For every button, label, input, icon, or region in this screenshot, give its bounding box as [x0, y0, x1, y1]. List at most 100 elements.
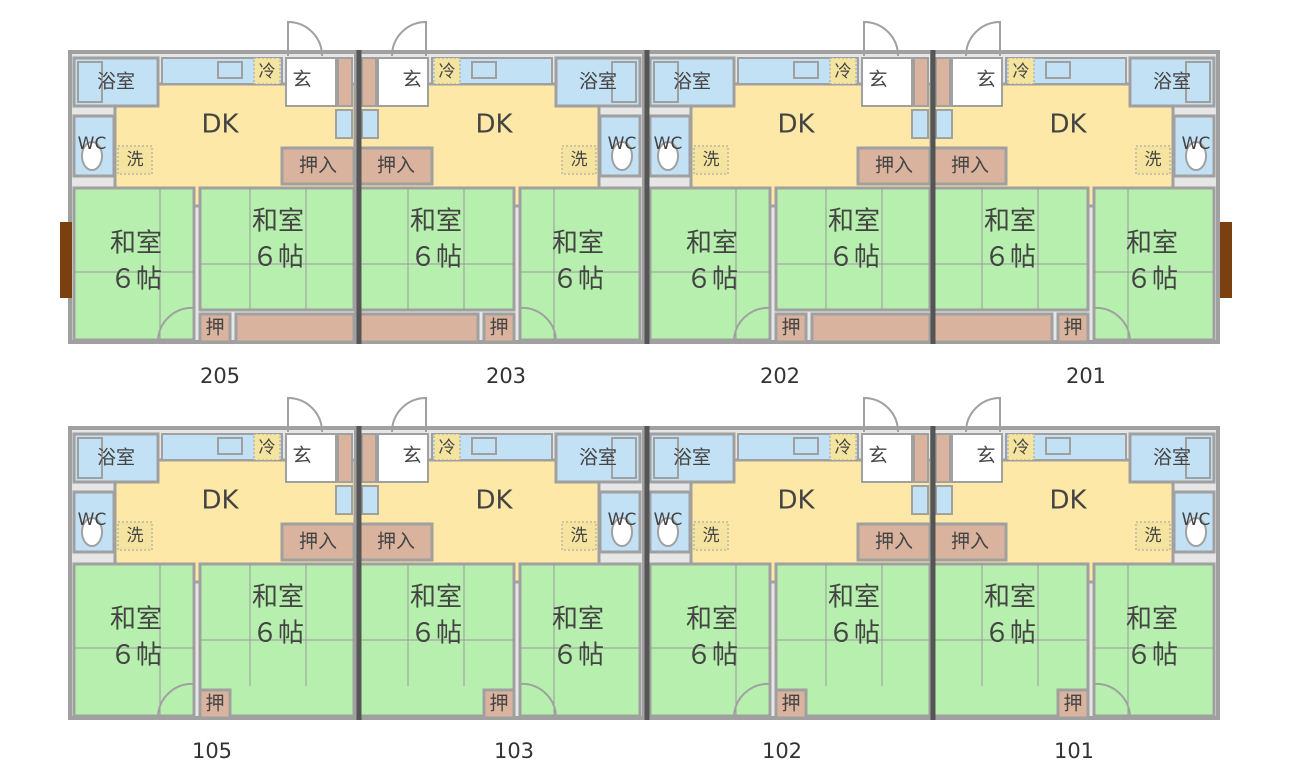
bathtub — [1185, 437, 1211, 479]
six-jo-label: ６帖 — [552, 641, 604, 671]
wc-label: WC — [654, 134, 683, 154]
fridge-space — [433, 433, 461, 461]
water-heater — [335, 485, 353, 515]
washitsu-right — [198, 186, 356, 312]
washitsu-label: 和室 — [828, 583, 880, 613]
bathtub — [1185, 61, 1211, 103]
fridge-space — [1007, 57, 1035, 85]
wash-label: 洗 — [571, 150, 588, 170]
closet-small — [774, 312, 808, 344]
washitsu-left — [1092, 562, 1216, 718]
closet-small — [482, 688, 516, 720]
bath-label: 浴室 — [673, 71, 711, 93]
washitsu-right — [932, 186, 1090, 312]
water-heater — [911, 485, 929, 515]
washitsu-label: 和室 — [552, 605, 604, 635]
bath-label: 浴室 — [579, 71, 617, 93]
entrance-door-swing — [965, 20, 1001, 57]
upper-floor: 浴室WC洗冷玄DK押入押和室６帖和室６帖浴室WC洗冷玄DK押入押和室６帖和室６帖… — [60, 20, 1232, 344]
bath-label: 浴室 — [97, 71, 135, 93]
washitsu-label: 和室 — [410, 207, 462, 237]
lower-floor: 浴室WC洗冷玄DK押入押和室６帖和室６帖浴室WC洗冷玄DK押入押和室６帖和室６帖… — [68, 396, 1220, 720]
shoe-cabinet — [337, 433, 353, 483]
closet-label: 押入 — [299, 155, 337, 177]
closet-small-label: 押 — [489, 693, 508, 715]
fridge-space — [829, 57, 857, 85]
unit-lower-102: 浴室WC洗冷玄DK押入押和室６帖和室６帖 — [644, 396, 934, 720]
entrance-label: 玄 — [292, 445, 311, 467]
closet-small — [774, 688, 808, 720]
unit-lower-105: 浴室WC洗冷玄DK押入押和室６帖和室６帖 — [68, 396, 358, 720]
door-swing — [157, 682, 195, 717]
closet-label: 押入 — [951, 531, 989, 553]
closet-dk — [856, 522, 932, 562]
fridge-space — [829, 433, 857, 461]
balcony-door-right — [1220, 222, 1232, 298]
six-jo-label: ６帖 — [984, 243, 1036, 273]
entrance — [951, 433, 1003, 483]
rear-closet — [234, 312, 356, 344]
toilet — [81, 517, 103, 547]
toilet — [611, 517, 633, 547]
bath-label: 浴室 — [1153, 447, 1191, 469]
fridge-space — [1007, 433, 1035, 461]
door-swing — [157, 306, 195, 341]
closet-label: 押入 — [377, 531, 415, 553]
washitsu-label: 和室 — [410, 583, 462, 613]
unit-number-105: 105 — [192, 739, 232, 763]
six-jo-label: ６帖 — [1126, 641, 1178, 671]
fridge-label: 冷 — [1013, 438, 1030, 458]
six-jo-label: ６帖 — [552, 265, 604, 295]
unit-upper-202: 浴室WC洗冷玄DK押入押和室６帖和室６帖 — [644, 20, 934, 344]
shoe-cabinet — [361, 57, 377, 107]
wash-label: 洗 — [1145, 526, 1162, 546]
closet-dk — [932, 522, 1008, 562]
wc-label: WC — [1182, 510, 1211, 530]
six-jo-label: ６帖 — [110, 641, 162, 671]
bathtub — [77, 437, 103, 479]
entrance-label: 玄 — [402, 445, 421, 467]
wash-space — [117, 145, 153, 175]
water-heater — [335, 109, 353, 139]
door-swing — [519, 682, 557, 717]
unit-number-205: 205 — [200, 364, 240, 388]
door-swing — [519, 306, 557, 341]
closet-small-label: 押 — [489, 317, 508, 339]
fridge-label: 冷 — [1013, 62, 1030, 82]
wc-label: WC — [1182, 134, 1211, 154]
closet-small-label: 押 — [781, 693, 800, 715]
wash-label: 洗 — [703, 526, 720, 546]
washitsu-left — [72, 562, 196, 718]
wash-label: 洗 — [127, 526, 144, 546]
six-jo-label: ６帖 — [1126, 265, 1178, 295]
entrance-door-swing — [287, 396, 323, 433]
fridge-label: 冷 — [259, 62, 276, 82]
six-jo-label: ６帖 — [252, 243, 304, 273]
sink — [1045, 437, 1071, 455]
closet-small-label: 押 — [205, 317, 224, 339]
wash-label: 洗 — [571, 526, 588, 546]
shoe-cabinet — [361, 433, 377, 483]
rear-closet — [932, 312, 1054, 344]
six-jo-label: ６帖 — [686, 641, 738, 671]
six-jo-label: ６帖 — [410, 243, 462, 273]
six-jo-label: ６帖 — [410, 619, 462, 649]
washitsu-label: 和室 — [252, 207, 304, 237]
bathtub — [77, 61, 103, 103]
entrance — [861, 57, 913, 107]
washitsu-label: 和室 — [1126, 229, 1178, 259]
closet-label: 押入 — [875, 531, 913, 553]
sink — [793, 61, 819, 79]
entrance-label: 玄 — [868, 445, 887, 467]
sink — [471, 437, 497, 455]
closet-dk — [932, 146, 1008, 186]
water-heater — [361, 109, 379, 139]
unit-number-101: 101 — [1054, 739, 1094, 763]
closet-small-label: 押 — [1063, 317, 1082, 339]
washitsu-left — [72, 186, 196, 342]
bath-label: 浴室 — [579, 447, 617, 469]
water-heater — [935, 485, 953, 515]
six-jo-label: ６帖 — [110, 265, 162, 295]
